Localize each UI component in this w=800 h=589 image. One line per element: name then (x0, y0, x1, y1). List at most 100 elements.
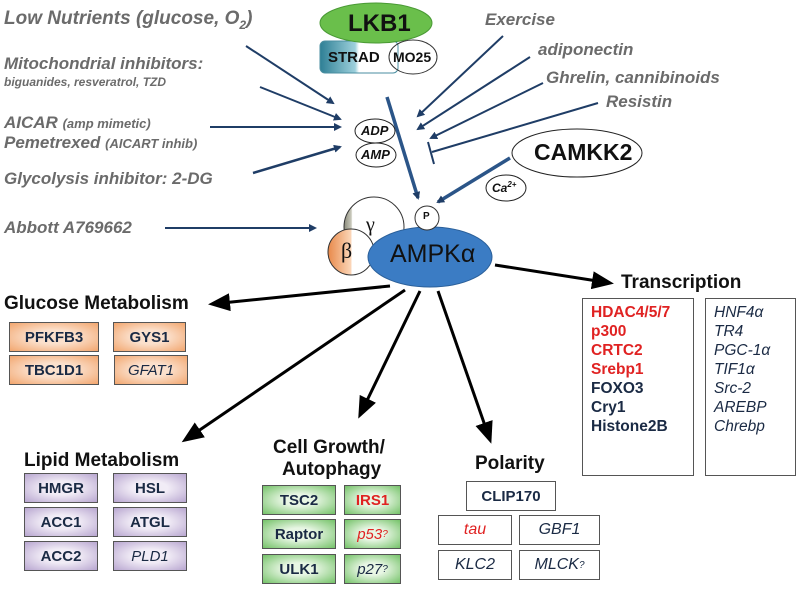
lkb1-shape (319, 2, 433, 44)
arrow-to-polarity (436, 290, 493, 444)
transcription-coactivator-item: Src-2 (714, 380, 752, 397)
aicar-text: AICAR (4, 113, 58, 132)
low-nutrients-text: Low Nutrients (glucose, O (4, 8, 240, 29)
strad-label: STRAD (328, 49, 380, 66)
lipid-item: ACC1 (24, 507, 98, 537)
transcription-coactivator-item: AREBP (714, 399, 767, 416)
transcription-item: Srebp1 (591, 361, 644, 378)
transcription-item: CRTC2 (591, 342, 643, 359)
growth-item: p53? (344, 519, 401, 549)
phospho-site-shape (414, 205, 440, 231)
arrow-lkb1-to-ampk (385, 96, 421, 200)
input-pemetrexed: Pemetrexed (AICART inhib) (4, 133, 197, 153)
polarity-item: KLC2 (438, 550, 512, 580)
p53-uncertain-mark: ? (382, 528, 388, 540)
camkk2-shape (511, 128, 643, 178)
lipid-item: ACC2 (24, 541, 98, 571)
lipid-item: HMGR (24, 473, 98, 503)
transcription-item: FOXO3 (591, 380, 644, 397)
input-resistin: Resistin (606, 92, 673, 111)
glucose-item: GYS1 (113, 322, 186, 352)
growth-item: Raptor (262, 519, 336, 549)
input-mito-inhibitors: Mitochondrial inhibitors: (4, 54, 204, 73)
amp-oval (355, 142, 397, 168)
input-ghrelin: Ghrelin, cannibinoids (546, 68, 720, 87)
glucose-item: GFAT1 (114, 355, 188, 385)
oxygen-subscript: 2 (239, 17, 247, 32)
calcium-symbol: Ca (492, 181, 508, 195)
calcium-oval (485, 174, 527, 202)
mlck-uncertain-mark: ? (578, 559, 585, 571)
gamma-label: γ (366, 214, 375, 236)
growth-item: p27? (344, 554, 401, 584)
lipid-item: ATGL (113, 507, 187, 537)
arrow-to-lipid (181, 288, 406, 443)
polarity-heading: Polarity (475, 453, 545, 474)
output-arrows (181, 263, 614, 444)
input-adiponectin: adiponectin (538, 40, 634, 59)
polarity-item: MLCK? (519, 550, 600, 580)
polarity-item: GBF1 (519, 515, 600, 545)
glucose-item: PFKFB3 (9, 322, 99, 352)
input-glycolysis: Glycolysis inhibitor: 2-DG (4, 169, 213, 188)
arrow-ghrelin (429, 82, 544, 139)
lipid-item: PLD1 (113, 541, 187, 571)
mlck-label: MLCK (534, 556, 579, 573)
ampk-complex (327, 196, 493, 288)
lkb1-complex (319, 2, 438, 75)
calcium-label: Ca2+ (492, 180, 516, 195)
ampk-alpha-label: AMPKα (390, 240, 476, 268)
transcription-item: Cry1 (591, 399, 626, 416)
transcription-coactivator-item: HNF4α (714, 304, 764, 321)
phospho-label: P (423, 211, 430, 222)
aicar-note: (amp mimetic) (62, 116, 151, 131)
growth-heading-line1: Cell Growth/ (273, 437, 385, 458)
lkb1-label: LKB1 (348, 10, 411, 37)
mo25-label: MO25 (393, 49, 432, 65)
glucose-item: TBC1D1 (9, 355, 99, 385)
transcription-coactivator-item: PGC-1α (714, 342, 771, 359)
transcription-item: p300 (591, 323, 627, 340)
p27-label: p27 (357, 560, 383, 578)
low-nutrients-close: ) (246, 8, 253, 29)
arrow-to-glucose (208, 284, 391, 312)
arrow-camkk2-to-ampk (436, 156, 511, 204)
arrow-mito (259, 86, 342, 121)
transcription-item: HDAC4/5/7 (591, 304, 671, 321)
input-arrows (165, 35, 599, 232)
input-aicar: AICAR (amp mimetic) (4, 113, 151, 133)
arrow-low-nutrients (245, 45, 335, 105)
pemetrexed-note: (AICART inhib) (105, 136, 198, 151)
transcription-item: Histone2B (591, 418, 668, 435)
input-abbott: Abbott A769662 (4, 218, 132, 237)
growth-item: IRS1 (344, 485, 401, 515)
arrow-to-growth (358, 290, 422, 419)
growth-item: TSC2 (262, 485, 336, 515)
p27-uncertain-mark: ? (382, 563, 388, 575)
input-low-nutrients: Low Nutrients (glucose, O2) (4, 8, 252, 32)
transcription-coactivator-item: TR4 (714, 323, 744, 340)
lipid-heading: Lipid Metabolism (24, 450, 180, 471)
transcription-heading: Transcription (621, 272, 742, 293)
growth-heading-line2: Autophagy (282, 459, 382, 480)
input-exercise: Exercise (485, 10, 555, 29)
inhibit-bar (427, 141, 435, 165)
lipid-item: HSL (113, 473, 187, 503)
arrow-glycolysis (252, 144, 342, 175)
p53-label: p53 (357, 525, 383, 543)
amp-label: AMP (361, 147, 390, 162)
polarity-item: tau (438, 515, 512, 545)
calcium-charge: 2+ (507, 180, 517, 189)
glucose-heading: Glucose Metabolism (4, 293, 189, 314)
inhibit-resistin (431, 102, 599, 153)
polarity-item: CLIP170 (466, 481, 556, 511)
transcription-coactivator-item: TIF1α (714, 361, 755, 378)
arrow-to-transcription (494, 263, 614, 290)
arrow-adiponectin (416, 56, 531, 131)
transcription-coactivator-item: Chrebp (714, 418, 765, 435)
beta-label: β (341, 238, 353, 263)
input-mito-examples: biguanides, resveratrol, TZD (4, 75, 167, 89)
